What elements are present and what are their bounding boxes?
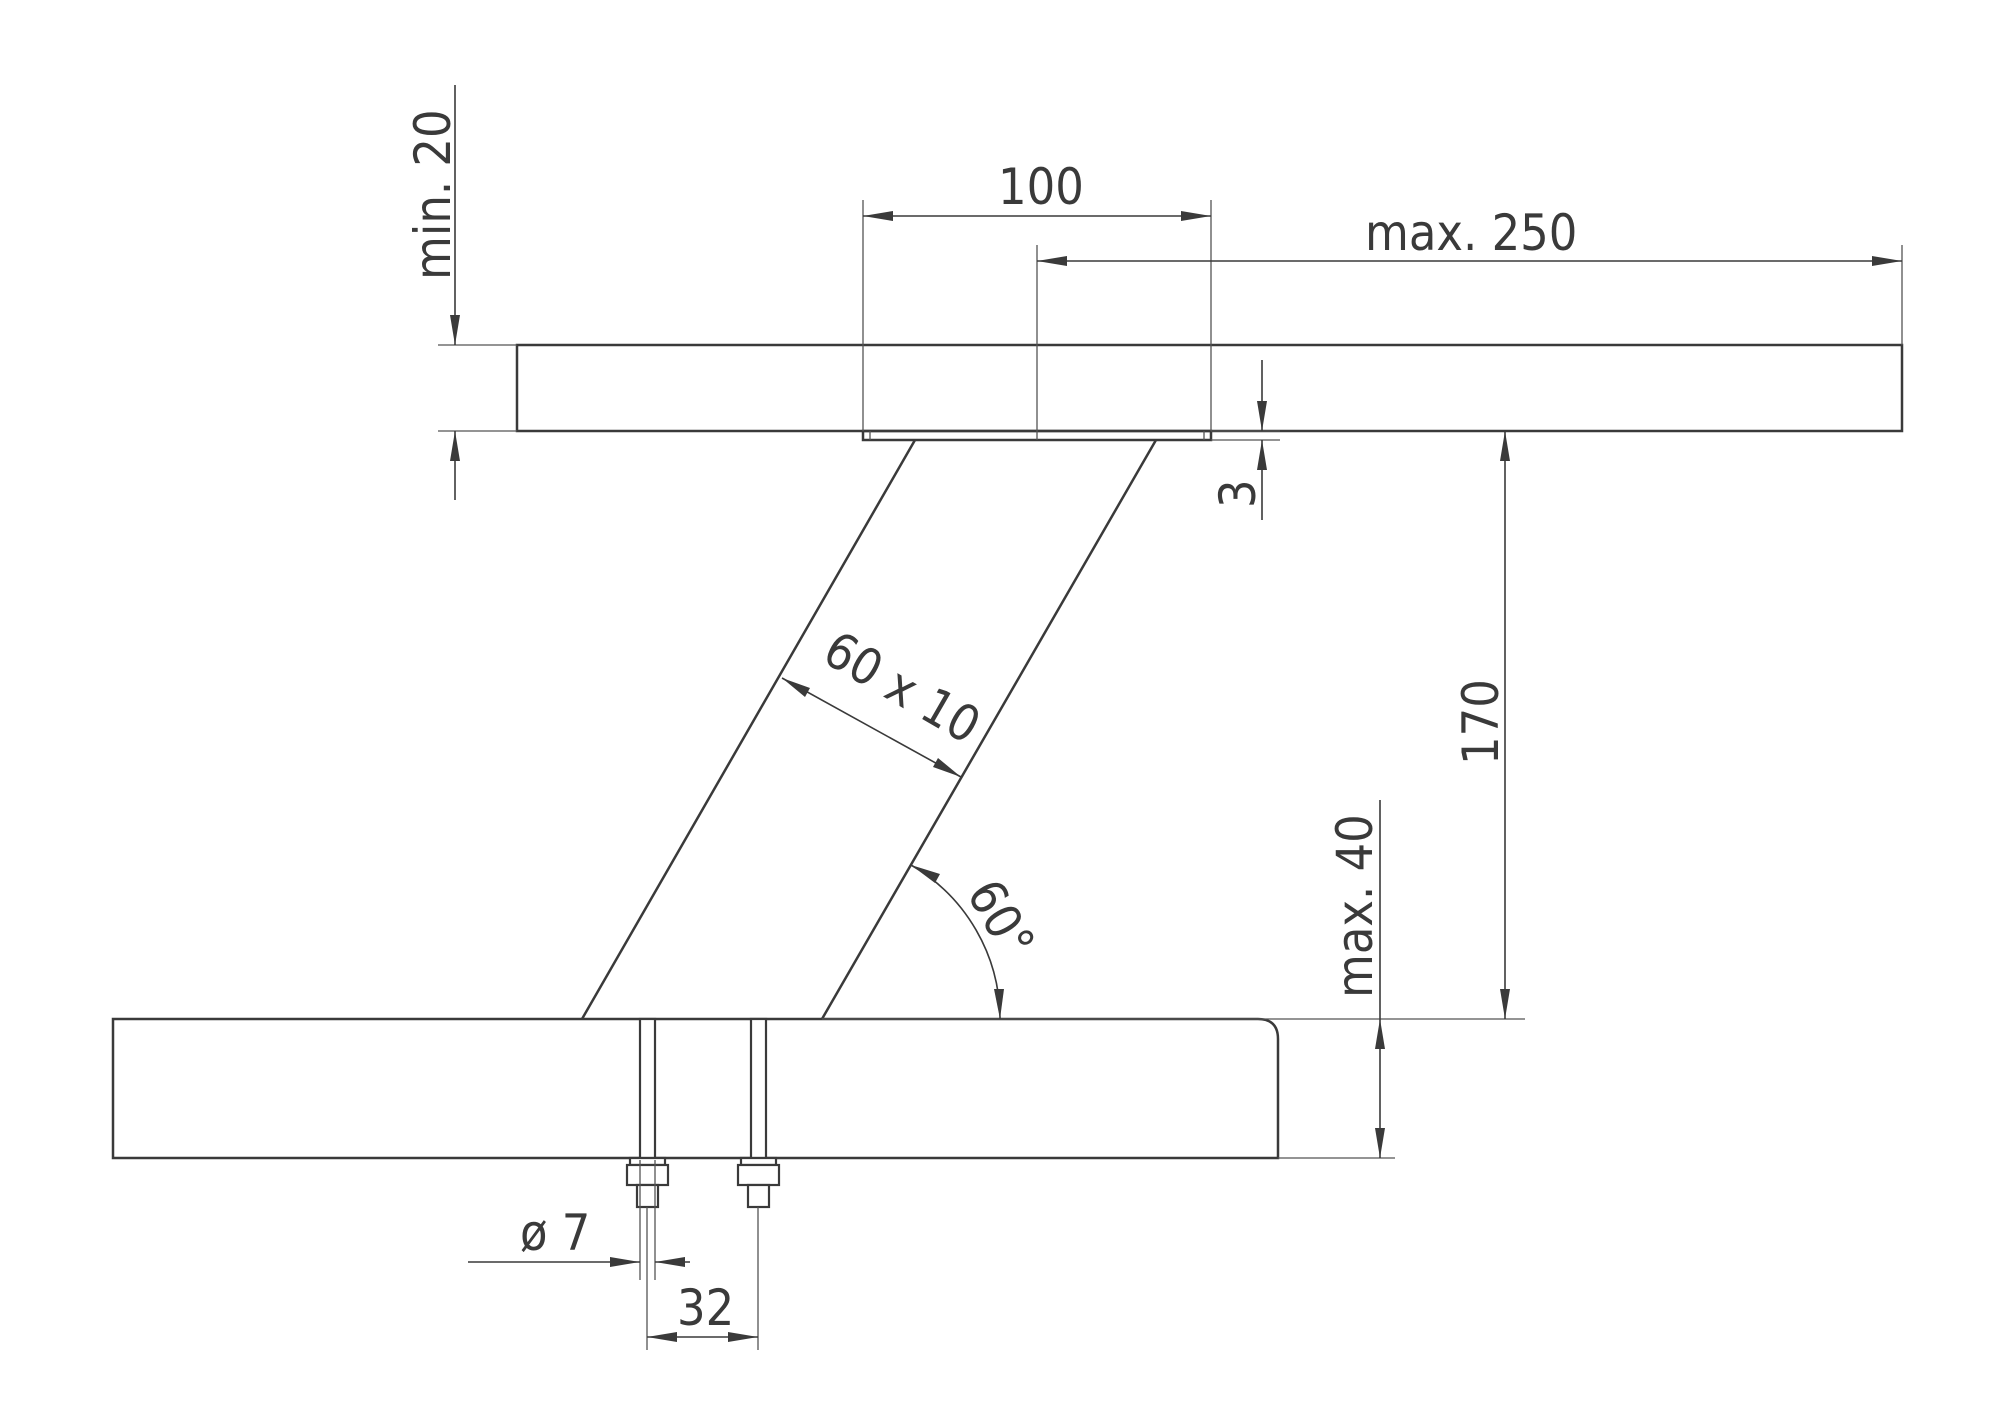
- label-bar-section: 60 x 10: [814, 620, 990, 755]
- label-board-thickness: min. 20: [404, 109, 462, 280]
- dim-bolt-diameter: [468, 1160, 690, 1280]
- dim-base-thickness: [1278, 800, 1395, 1159]
- dim-bar-section: [781, 677, 962, 778]
- label-bolt-spacing: 32: [677, 1279, 734, 1337]
- dim-board-thickness: [438, 85, 517, 500]
- dim-bolt-spacing: [646, 1207, 759, 1350]
- label-bolt-diameter: ø 7: [520, 1204, 590, 1262]
- inclined-bar: [580, 439, 1158, 1020]
- label-plate-width: 100: [998, 158, 1084, 216]
- dim-angle: [910, 864, 1004, 1020]
- dim-height: [822, 431, 1525, 1020]
- upper-board: [515, 343, 1904, 433]
- label-arm-reach: max. 250: [1365, 204, 1577, 262]
- base-board: [111, 1017, 1280, 1160]
- label-plate-thickness: 3: [1209, 479, 1267, 508]
- label-base-thickness: max. 40: [1326, 814, 1384, 998]
- bolt-right: [736, 1017, 781, 1209]
- label-angle: 60°: [956, 870, 1046, 968]
- dim-plate-thickness: [1211, 360, 1280, 520]
- dim-plate-width: [862, 200, 1212, 431]
- dim-arm-reach: [1036, 245, 1903, 440]
- bolt-left: [625, 1017, 670, 1209]
- label-height: 170: [1452, 679, 1510, 765]
